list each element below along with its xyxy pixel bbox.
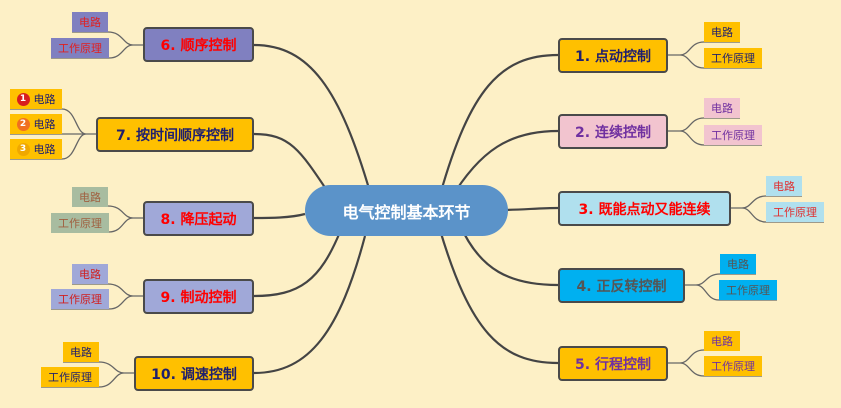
topic-forward-reverse-control[interactable]: 4. 正反转控制 xyxy=(558,268,685,303)
leaf-principle[interactable]: 工作原理 xyxy=(766,202,824,222)
leaf-circuit[interactable]: 电路 xyxy=(72,12,108,32)
leaf-principle[interactable]: 工作原理 xyxy=(704,125,762,145)
leaf-label: 电路 xyxy=(33,93,56,106)
topic-inching-control[interactable]: 1. 点动控制 xyxy=(558,38,668,73)
number-1-icon: 1 xyxy=(16,92,30,106)
leaf-circuit[interactable]: 电路 xyxy=(63,342,99,362)
topic-speed-control[interactable]: 10. 调速控制 xyxy=(134,356,254,391)
leaf-circuit[interactable]: 电路 xyxy=(704,331,740,351)
topic-sequence-control[interactable]: 6. 顺序控制 xyxy=(143,27,254,62)
topic-braking-control[interactable]: 9. 制动控制 xyxy=(143,279,254,314)
leaf-label: 电路 xyxy=(33,143,56,156)
topic-continuous-control[interactable]: 2. 连续控制 xyxy=(558,114,668,149)
leaf-circuit[interactable]: 电路 xyxy=(704,22,740,42)
leaf-circuit[interactable]: 电路 xyxy=(720,254,756,274)
number-2-icon: 2 xyxy=(16,117,30,131)
leaf-principle[interactable]: 工作原理 xyxy=(51,38,109,58)
leaf-principle[interactable]: 工作原理 xyxy=(719,280,777,300)
leaf-label: 电路 xyxy=(33,118,56,131)
leaf-principle[interactable]: 工作原理 xyxy=(704,356,762,376)
leaf-principle[interactable]: 工作原理 xyxy=(704,48,762,68)
leaf-circuit[interactable]: 电路 xyxy=(704,98,740,118)
leaf-circuit[interactable]: 电路 xyxy=(72,187,108,207)
leaf-circuit[interactable]: 电路 xyxy=(72,264,108,284)
main-branches xyxy=(253,43,559,375)
topic-reduced-voltage-start[interactable]: 8. 降压起动 xyxy=(143,201,254,236)
leaf-principle[interactable]: 工作原理 xyxy=(51,289,109,309)
leaf-principle[interactable]: 工作原理 xyxy=(41,367,99,387)
number-3-icon: 3 xyxy=(16,142,30,156)
leaf-branches xyxy=(10,31,824,388)
topic-inching-and-continuous[interactable]: 3. 既能点动又能连续 xyxy=(558,191,731,226)
topic-time-sequence-control[interactable]: 7. 按时间顺序控制 xyxy=(96,117,254,152)
leaf-circuit[interactable]: 电路 xyxy=(766,176,802,196)
central-topic[interactable]: 电气控制基本环节 xyxy=(305,185,508,236)
topic-travel-control[interactable]: 5. 行程控制 xyxy=(558,346,668,381)
leaf-principle[interactable]: 工作原理 xyxy=(51,213,109,233)
